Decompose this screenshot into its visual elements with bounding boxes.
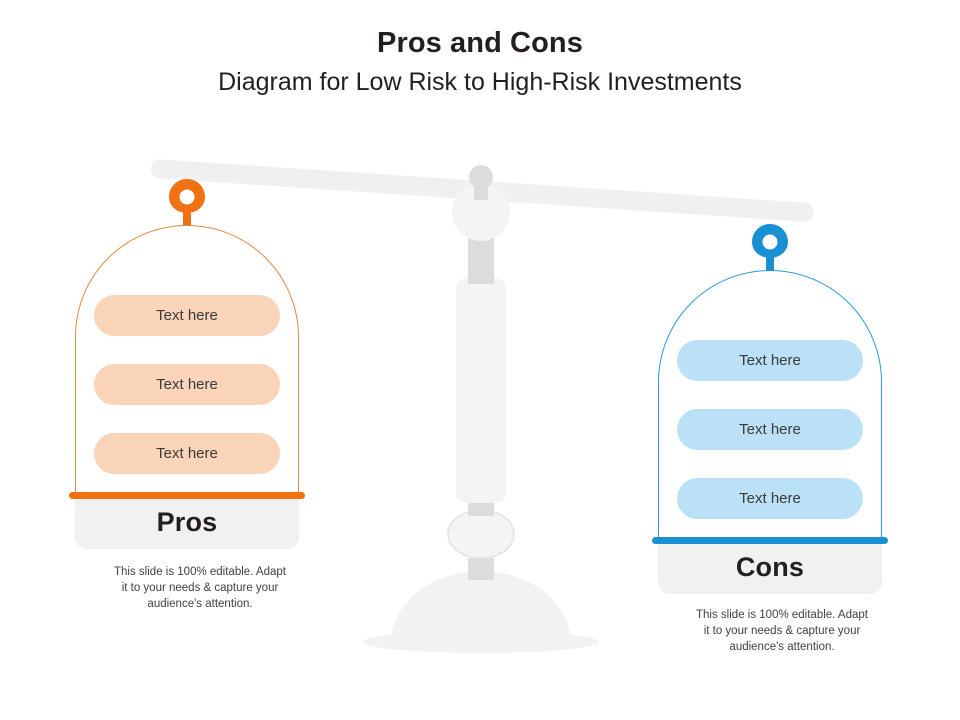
scale-top-knob <box>469 165 493 189</box>
cons-item-pill[interactable]: Text here <box>677 409 863 450</box>
scale-upper-neck <box>468 238 494 284</box>
location-pin-icon-cons <box>752 224 788 277</box>
cons-item-label: Text here <box>739 490 801 507</box>
page-title: Pros and Cons <box>377 27 583 59</box>
cons-footer-label: Cons <box>735 552 805 582</box>
cons-footer: Cons <box>658 541 882 594</box>
scale-beam <box>150 159 814 222</box>
page-subtitle: Diagram for Low Risk to High-Risk Invest… <box>218 68 742 97</box>
cons-accent-bar <box>652 537 888 544</box>
pros-item-pill[interactable]: Text here <box>94 295 280 336</box>
pros-accent-bar <box>69 492 305 499</box>
cons-caption: This slide is 100% editable. Adapt it to… <box>696 609 868 653</box>
pros-panel: Text here Text here Text here Pros <box>69 225 305 549</box>
scale-knob-stem <box>474 178 488 200</box>
cons-item-pill[interactable]: Text here <box>677 340 863 381</box>
location-pin-icon-pros <box>169 179 205 232</box>
scale-base-dome <box>391 571 571 643</box>
pros-footer-label: Pros <box>156 507 218 537</box>
pros-footer: Pros <box>75 496 299 549</box>
scale-base-connector <box>468 558 494 580</box>
pros-caption: This slide is 100% editable. Adapt it to… <box>114 566 286 610</box>
scale-ground-shadow <box>363 631 599 653</box>
cons-item-pill[interactable]: Text here <box>677 478 863 519</box>
pros-item-label: Text here <box>156 307 218 324</box>
pros-item-label: Text here <box>156 376 218 393</box>
cons-panel: Text here Text here Text here Cons <box>652 270 888 594</box>
scale-column <box>456 278 506 503</box>
cons-item-label: Text here <box>739 352 801 369</box>
pros-item-label: Text here <box>156 445 218 462</box>
pros-item-pill[interactable]: Text here <box>94 433 280 474</box>
scale-oval-joint <box>447 509 515 559</box>
pros-item-pill[interactable]: Text here <box>94 364 280 405</box>
scale-pivot-hub <box>452 183 510 241</box>
title-block: Pros and Cons Diagram for Low Risk to Hi… <box>0 26 960 97</box>
cons-item-label: Text here <box>739 421 801 438</box>
scale-lower-neck <box>468 492 494 516</box>
